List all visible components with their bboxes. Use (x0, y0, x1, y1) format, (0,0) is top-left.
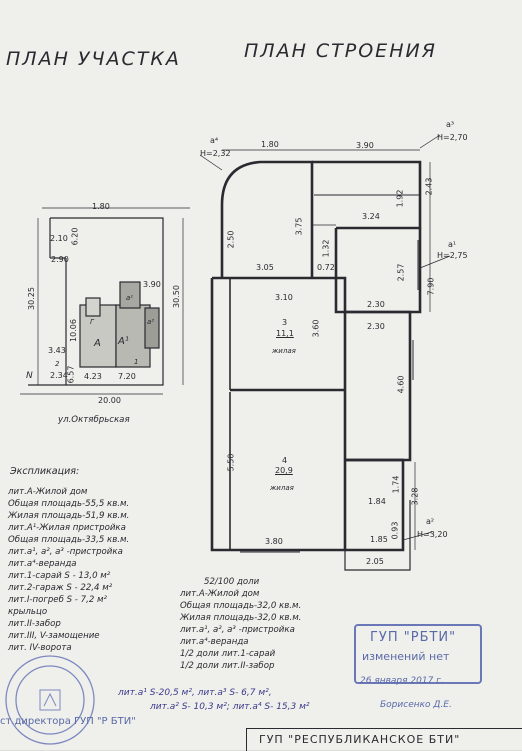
explication-line: лит.I-погреб S - 7,2 м² (8, 595, 107, 605)
site-dim: 2.10 (50, 234, 68, 243)
marker-height: Н=2,32 (200, 149, 231, 158)
bld-dim: 3.24 (362, 212, 380, 221)
stamp-org: ГУП "РБТИ" (370, 630, 457, 645)
explication-line: лит.а¹, а², а³ -пристройка (8, 547, 123, 557)
site-label: А (94, 338, 101, 349)
share-line: лит.а⁴-веранда (180, 637, 249, 647)
bld-dim: 1.85 (370, 535, 388, 544)
bld-dim: 3.80 (265, 537, 283, 546)
stamp-signature: Борисенко Д.Е. (380, 700, 452, 710)
handwritten-areas-2: лит.а² S- 10,3 м²; лит.а⁴ S- 15,3 м² (150, 702, 310, 712)
share-line: Жилая площадь-32,0 кв.м. (180, 613, 302, 623)
site-plan-title: ПЛАН УЧАСТКА (6, 48, 181, 70)
bld-dim: 3.05 (256, 263, 274, 272)
explication-line: Общая площадь-55,5 кв.м. (8, 499, 130, 509)
explication-line: лит.А-Жилой дом (8, 487, 88, 497)
room-area: 20,9 (275, 466, 293, 475)
marker-name: а⁴ (210, 136, 219, 145)
site-dim: 2.34 (50, 371, 68, 380)
explication-line: Жилая площадь-51,9 кв.м. (8, 511, 130, 521)
bld-dim: 0.72 (317, 263, 335, 272)
bld-dim: 1.84 (368, 497, 386, 506)
bld-dim: 2.05 (366, 557, 384, 566)
share-line: лит.а¹, а², а³ -пристройка (180, 625, 295, 635)
building-plan-title: ПЛАН СТРОЕНИЯ (244, 40, 437, 62)
room-type: жилая (270, 484, 294, 492)
bld-dim: 3.10 (275, 293, 293, 302)
stamp-date: 26 января 2017 г. (360, 676, 444, 686)
status-stamp: ГУП "РБТИ" изменений нет (354, 624, 482, 684)
explication-line: Общая площадь-33,5 кв.м. (8, 535, 130, 545)
site-dim: 20.00 (98, 396, 121, 405)
room-area: 11,1 (276, 329, 294, 338)
bld-dim: 1.80 (261, 140, 279, 149)
explication-line: лит.а⁴-веранда (8, 559, 77, 569)
street-label: ул.Октябрьская (58, 415, 130, 425)
site-dim: 1.80 (92, 202, 110, 211)
site-label: а¹ (126, 294, 134, 302)
stamp-status: изменений нет (362, 650, 450, 663)
room-number: 4 (282, 456, 288, 465)
site-label: А¹ (118, 336, 129, 347)
site-dim: 3.43 (48, 346, 66, 355)
explication-list: лит.А-Жилой дом Общая площадь-55,5 кв.м.… (8, 486, 129, 654)
explication-line: лит.А¹-Жилая пристройка (8, 523, 126, 533)
explication-line: лит. IV-ворота (8, 643, 72, 653)
marker-height: Н=2,75 (437, 251, 468, 260)
site-dim: 7.20 (118, 372, 136, 381)
marker-name: а² (426, 517, 435, 526)
room-number: 3 (282, 318, 288, 327)
share-line: 52/100 доли (204, 577, 260, 587)
site-label: 1 (134, 358, 139, 366)
marker-name: а¹ (448, 240, 457, 249)
footer-org: ГУП "РЕСПУБЛИКАНСКОЕ БТИ" (259, 733, 461, 746)
bld-dim: 2.30 (367, 300, 385, 309)
marker-height: Н=2,70 (437, 133, 468, 142)
site-label: 2 (55, 360, 60, 368)
marker-name: а³ (446, 120, 455, 129)
explication-line: лит.2-гараж S - 22,4 м² (8, 583, 113, 593)
footer-box: ГУП "РЕСПУБЛИКАНСКОЕ БТИ" (246, 728, 522, 751)
share-line: Общая площадь-32,0 кв.м. (180, 601, 302, 611)
site-label: а² (147, 318, 155, 326)
site-label: Г (90, 318, 94, 326)
share-line: лит.А-Жилой дом (180, 589, 260, 599)
bld-dim: 2.30 (367, 322, 385, 331)
explication-heading: Экспликация: (10, 466, 80, 477)
share-line: 1/2 доли лит.1-сарай (180, 649, 276, 659)
explication-line: крыльцо (8, 607, 48, 617)
explication-line: лит.II-забор (8, 619, 61, 629)
room-type: жилая (272, 347, 296, 355)
bld-dim: 3.90 (356, 141, 374, 150)
marker-height: Н=3,20 (417, 530, 448, 539)
handwritten-areas-1: лит.а¹ S-20,5 м², лит.а³ S- 6,7 м², (118, 688, 272, 698)
share-line: 1/2 доли лит.II-забор (180, 661, 275, 671)
explication-line: лит.III, V-замощение (8, 631, 100, 641)
site-dim: 3.90 (143, 280, 161, 289)
explication-line: лит.1-сарай S - 13,0 м² (8, 571, 111, 581)
site-dim: 4.23 (84, 372, 102, 381)
footer-director: ст.директора ГУП "Р БТИ" (0, 716, 136, 727)
site-dim: 2.90 (51, 255, 69, 264)
north-arrow-label: N (26, 371, 33, 381)
share-list: 52/100 доли лит.А-Жилой дом Общая площад… (180, 576, 301, 672)
